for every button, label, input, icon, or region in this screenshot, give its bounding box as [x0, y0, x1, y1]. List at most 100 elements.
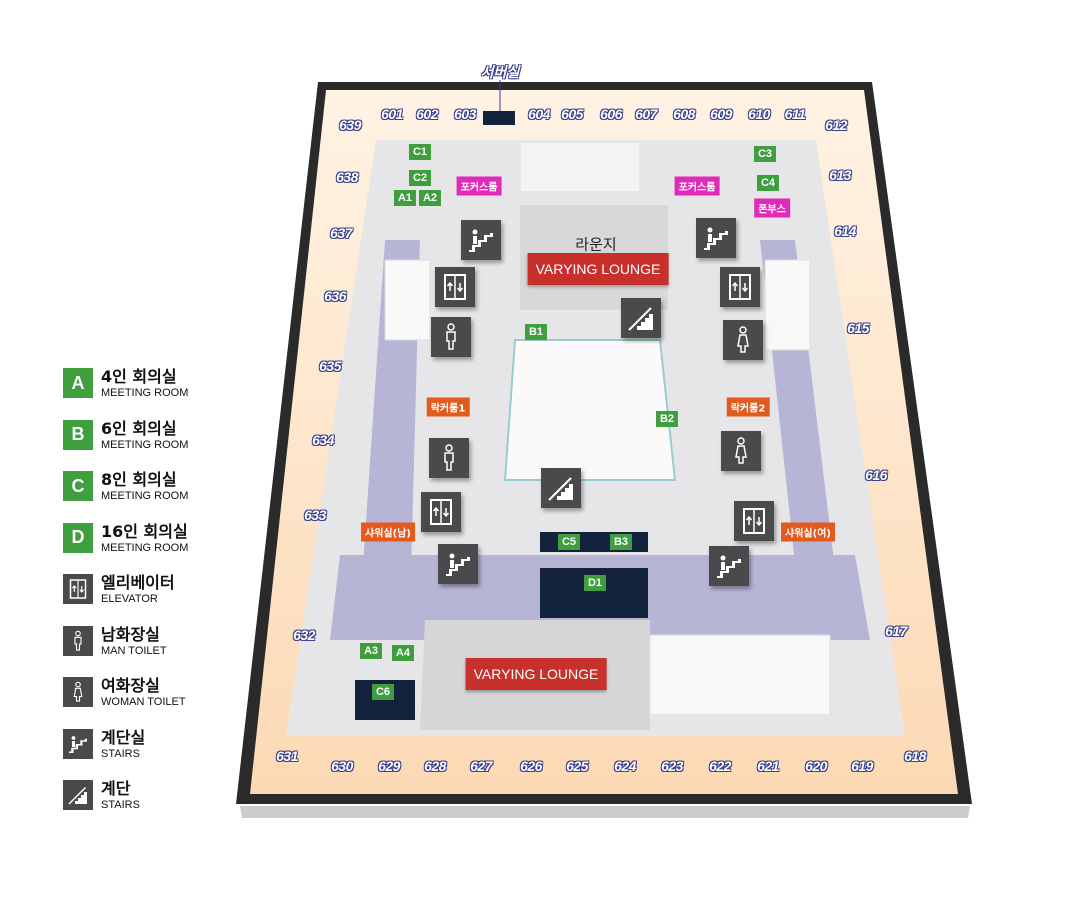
- room-616[interactable]: 616: [865, 467, 887, 483]
- legend-subtitle: MEETING ROOM: [101, 541, 189, 554]
- room-628[interactable]: 628: [424, 758, 446, 774]
- room-632[interactable]: 632: [293, 627, 315, 643]
- legend-title: 여화장실: [101, 676, 160, 695]
- focus-room-label[interactable]: 포커스룸: [674, 176, 720, 196]
- server-room-label: 서버실: [480, 65, 520, 81]
- room-603[interactable]: 603: [454, 106, 476, 122]
- legend-badge: C: [63, 471, 93, 501]
- legend-subtitle: STAIRS: [101, 747, 140, 760]
- focus-room-label[interactable]: 포커스룸: [456, 176, 502, 196]
- room-630[interactable]: 630: [331, 758, 353, 774]
- room-622[interactable]: 622: [709, 758, 731, 774]
- meeting-room-B3[interactable]: B3: [609, 534, 633, 550]
- legend-title: 계단실: [101, 727, 146, 747]
- room-610[interactable]: 610: [748, 106, 770, 122]
- room-604[interactable]: 604: [528, 106, 550, 122]
- legend-title: 16인 회의실: [101, 521, 188, 541]
- room-606[interactable]: 606: [600, 106, 622, 122]
- varying-lounge-label[interactable]: VARYING LOUNGE: [527, 253, 669, 285]
- server-room: [483, 111, 515, 125]
- room-625[interactable]: 625: [566, 758, 588, 774]
- legend-title: 8인 회의실: [101, 470, 177, 489]
- meeting-room-C1[interactable]: C1: [408, 144, 432, 160]
- room-609[interactable]: 609: [710, 106, 732, 122]
- shower-room-label[interactable]: 샤워실(남): [361, 522, 415, 542]
- room-618[interactable]: 618: [904, 748, 926, 764]
- meeting-room-C6[interactable]: C6: [371, 684, 395, 700]
- locker-room-label[interactable]: 락커룸1: [426, 397, 470, 417]
- elevator-icon: [734, 501, 774, 541]
- room-633[interactable]: 633: [304, 507, 326, 523]
- block-bottom-right: [649, 634, 831, 716]
- phone-booth-label[interactable]: 폰부스: [754, 198, 790, 218]
- room-608[interactable]: 608: [673, 106, 695, 122]
- room-626[interactable]: 626: [520, 758, 542, 774]
- room-611[interactable]: 611: [784, 106, 806, 122]
- lounge-label: 라운지: [575, 235, 617, 254]
- room-638[interactable]: 638: [336, 169, 358, 185]
- room-621[interactable]: 621: [757, 758, 779, 774]
- meeting-room-A3[interactable]: A3: [359, 643, 383, 659]
- elevator-icon: [720, 267, 760, 307]
- meeting-room-B1[interactable]: B1: [524, 324, 548, 340]
- stairs-room-icon: [438, 544, 478, 584]
- stairs-room-icon: [709, 546, 749, 586]
- room-617[interactable]: 617: [885, 623, 907, 639]
- meeting-room-C4[interactable]: C4: [756, 175, 780, 191]
- meeting-room-B2[interactable]: B2: [655, 411, 679, 427]
- room-635[interactable]: 635: [319, 358, 341, 374]
- legend-badge: D: [63, 522, 93, 553]
- building-shadow: [240, 806, 970, 818]
- room-627[interactable]: 627: [470, 758, 492, 774]
- room-619[interactable]: 619: [851, 758, 873, 774]
- room-637[interactable]: 637: [330, 225, 352, 241]
- locker-room-label[interactable]: 락커룸2: [726, 397, 770, 417]
- legend-subtitle: MEETING ROOM: [101, 387, 189, 399]
- legend-title: 4인 회의실: [101, 367, 177, 386]
- room-623[interactable]: 623: [661, 758, 683, 774]
- legend-title: 계단: [101, 779, 131, 798]
- meeting-room-A4[interactable]: A4: [391, 645, 415, 661]
- room-614[interactable]: 614: [834, 223, 856, 239]
- room-613[interactable]: 613: [829, 167, 851, 183]
- meeting-room-A2[interactable]: A2: [418, 190, 442, 206]
- meeting-room-C5[interactable]: C5: [557, 534, 581, 550]
- room-620[interactable]: 620: [805, 758, 827, 774]
- room-602[interactable]: 602: [416, 106, 438, 122]
- elevator-icon: [421, 492, 461, 532]
- room-634[interactable]: 634: [312, 432, 334, 448]
- room-639[interactable]: 639: [339, 117, 361, 133]
- woman-toilet-icon: [723, 320, 763, 360]
- block-top: [519, 141, 641, 193]
- shower-room-label[interactable]: 샤워실(여): [781, 522, 835, 542]
- block-right: [764, 259, 811, 351]
- meeting-room-C2[interactable]: C2: [408, 170, 432, 186]
- stairs-icon: [541, 468, 581, 508]
- meeting-room-C3[interactable]: C3: [753, 146, 777, 162]
- room-636[interactable]: 636: [324, 288, 346, 304]
- room-605[interactable]: 605: [561, 106, 583, 122]
- room-615[interactable]: 615: [847, 320, 869, 336]
- varying-lounge-label[interactable]: VARYING LOUNGE: [465, 658, 607, 690]
- room-612[interactable]: 612: [825, 117, 847, 133]
- legend-subtitle: ELEVATOR: [101, 593, 158, 605]
- legend-title: 엘리베이터: [101, 573, 175, 592]
- room-631[interactable]: 631: [276, 748, 298, 764]
- room-629[interactable]: 629: [378, 758, 400, 774]
- legend-badge: A: [63, 368, 93, 398]
- legend-subtitle: MAN TOILET: [101, 644, 167, 657]
- room-624[interactable]: 624: [614, 758, 636, 774]
- meeting-room-A1[interactable]: A1: [393, 190, 417, 206]
- stairs-icon: [621, 298, 661, 338]
- man-toilet-icon: [429, 438, 469, 478]
- room-601[interactable]: 601: [381, 106, 403, 122]
- room-607[interactable]: 607: [635, 106, 657, 122]
- elevator-icon: [435, 267, 475, 307]
- meeting-room-D1[interactable]: D1: [583, 575, 607, 591]
